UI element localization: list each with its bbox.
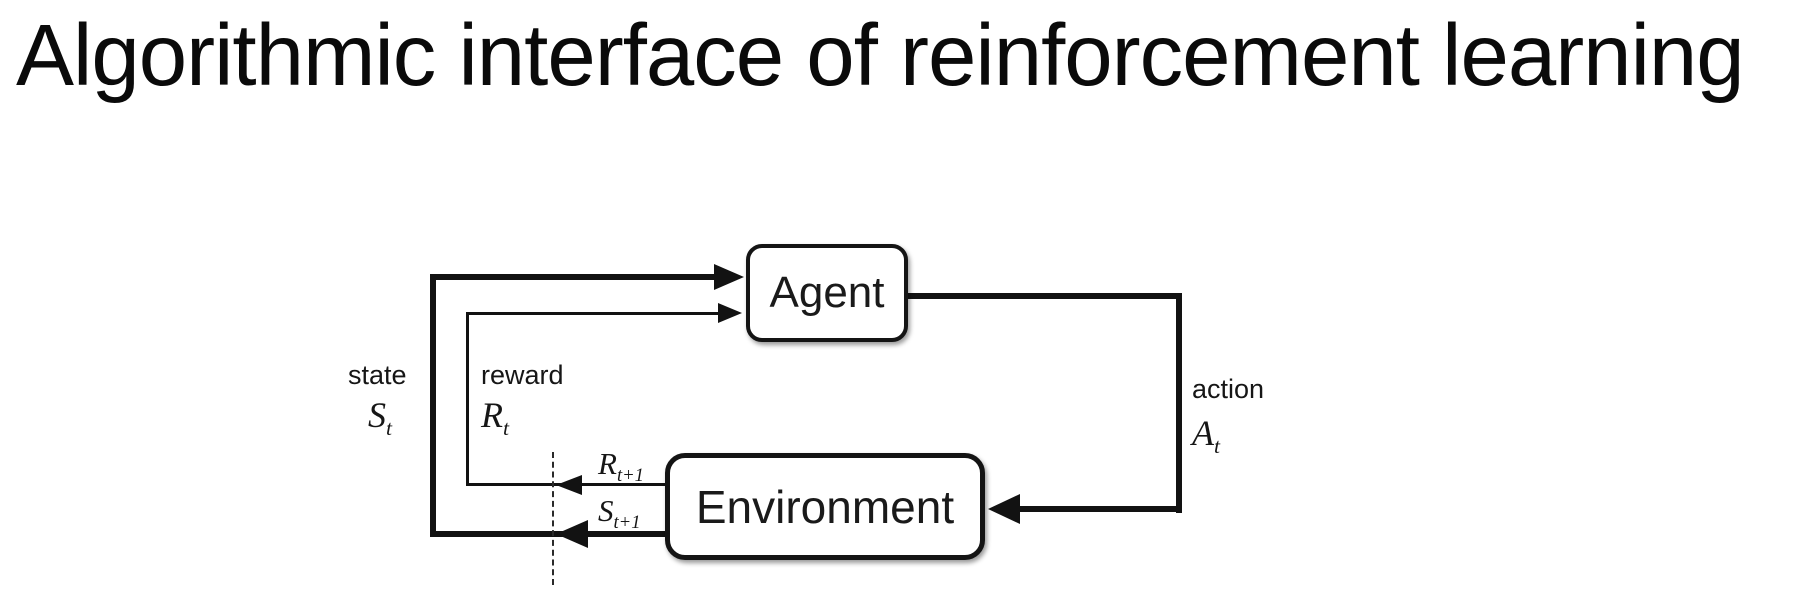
next-reward-symbol: Rt+1: [598, 446, 644, 485]
next-state-symbol-subscript: t+1: [613, 512, 641, 534]
environment-box: Environment: [665, 453, 985, 560]
next-reward-symbol-letter: R: [598, 446, 617, 481]
state-line-top-horizontal: [430, 274, 718, 280]
next-reward-symbol-subscript: t+1: [616, 465, 644, 487]
action-symbol: At: [1192, 412, 1220, 457]
agent-label: Agent: [769, 268, 885, 317]
next-reward-arrowhead-icon: [556, 475, 582, 495]
action-line-bottom-horizontal: [1015, 506, 1182, 512]
state-symbol: St: [368, 394, 392, 439]
agent-box: Agent: [746, 244, 908, 342]
slide-title: Algorithmic interface of reinforcement l…: [16, 7, 1745, 104]
action-symbol-letter: A: [1192, 413, 1214, 453]
action-arrowhead-into-environment-icon: [988, 494, 1020, 524]
reward-symbol-subscript: t: [503, 416, 509, 441]
reward-symbol-letter: R: [481, 395, 503, 435]
state-line-bottom-horizontal: [430, 531, 667, 537]
state-arrowhead-into-agent-icon: [714, 264, 744, 290]
state-symbol-subscript: t: [386, 416, 392, 441]
time-boundary-dashed-line: [552, 452, 554, 585]
next-state-arrowhead-icon: [556, 520, 588, 548]
next-state-symbol: St+1: [598, 493, 641, 532]
action-word-label: action: [1192, 374, 1265, 404]
reward-line-top-horizontal: [466, 312, 720, 315]
reward-line-left-vertical: [466, 312, 469, 486]
state-symbol-letter: S: [368, 395, 386, 435]
action-line-right-vertical: [1176, 293, 1182, 513]
reward-arrowhead-into-agent-icon: [718, 303, 742, 323]
state-word-label: state: [348, 360, 407, 390]
environment-label: Environment: [695, 480, 955, 533]
state-line-left-vertical: [430, 274, 436, 537]
reward-word-label: reward: [481, 360, 564, 390]
action-line-top-horizontal: [908, 293, 1182, 299]
reward-symbol: Rt: [481, 394, 509, 439]
next-state-symbol-letter: S: [598, 493, 614, 528]
action-symbol-subscript: t: [1214, 434, 1220, 459]
